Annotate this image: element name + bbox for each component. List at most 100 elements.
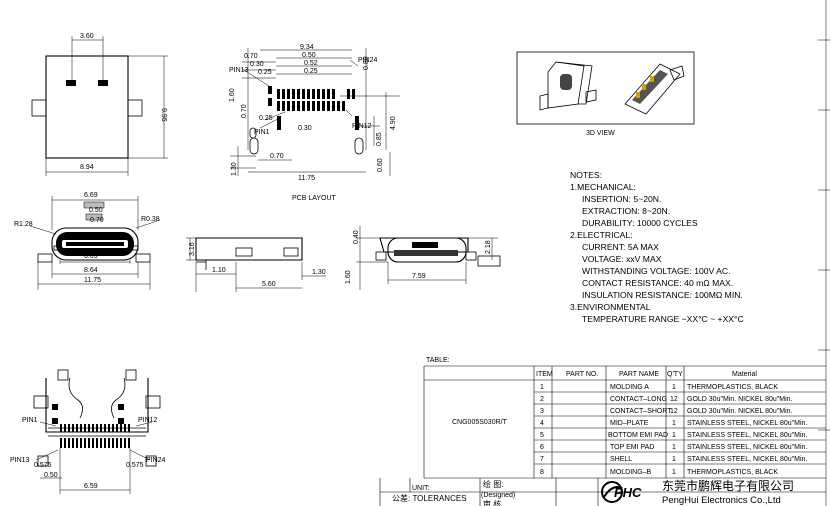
pcb-caption: PCB LAYOUT	[292, 195, 337, 202]
side-dim-560: 5.60	[262, 281, 276, 288]
table-row-5-name: BOTTOM EMI PAD	[608, 432, 668, 439]
notes-title: NOTES:	[570, 170, 602, 180]
bottom-dim-0575-right: 0.575	[126, 462, 144, 469]
pcb-dim-left-2: 0.30	[250, 61, 264, 68]
pcb-dim-085: 0.85	[376, 132, 383, 146]
phc-logo: PHC	[601, 481, 642, 503]
table-header-material: Material	[732, 371, 757, 378]
table-row-7-qty: 1	[672, 456, 676, 463]
pcb-pin1-label: PIN1	[254, 129, 270, 136]
table-row-8-qty: 1	[672, 469, 676, 476]
front-dim-050: 0.50	[89, 207, 103, 214]
notes-line-11: 3.ENVIRONMENTAL	[570, 302, 651, 312]
bottom-pin-row	[60, 424, 130, 448]
front-dim-609: 6.09	[84, 253, 98, 260]
notes-line-4: DURABILITY: 10000 CYCLES	[582, 218, 698, 228]
notes-line-5: 2.ELECTRICAL:	[570, 230, 633, 240]
notes-line-3: EXTRACTION: 8~20N.	[582, 206, 670, 216]
pcb-dim-070: 0.70	[241, 104, 248, 118]
pcb-dim-top-2: 0.50	[302, 52, 316, 59]
front-dim-1175: 11.75	[84, 277, 101, 284]
pcb-pin13-label: PIN13	[229, 67, 249, 74]
side-dim-130: 1.30	[312, 269, 326, 276]
rear-view: 0.40 1.60 2.18 7.59	[345, 226, 501, 290]
title-designed: (Designed)	[481, 492, 515, 499]
table-row-6-material: STAINLESS STEEL, NICKEL 80u"Min.	[687, 444, 807, 451]
pcb-pin24-label: PIN24	[358, 57, 378, 64]
top-dim-height: 9.95	[160, 108, 167, 122]
pcb-dim-025: 0.25	[259, 115, 273, 122]
title-tolerances: 公差: TOLERANCES	[392, 493, 467, 503]
notes-line-7: VOLTAGE: xxV MAX	[582, 254, 662, 264]
company-name-en: PengHui Electronics Co.,Ltd	[662, 495, 781, 506]
phc-logo-text: PHC	[614, 485, 642, 500]
rear-dim-218: 2.18	[485, 240, 492, 254]
bottom-dim-050: 0.50	[44, 472, 58, 479]
front-view: 6.69 0.50 0.70 R1.28 R0.38 6.09 8.64 11.…	[14, 192, 161, 290]
pcb-dim-160: 1.60	[229, 88, 236, 102]
view-3d: 3D VIEW	[516, 51, 695, 137]
pcb-dim-top-4: 0.25	[304, 68, 318, 75]
table-row-4-item: 4	[540, 420, 544, 427]
notes-line-10: INSULATION RESISTANCE: 100MΩ MIN.	[582, 290, 743, 300]
table-row-4-qty: 1	[672, 420, 676, 427]
table-row-7-item: 7	[540, 456, 544, 463]
top-dim-width-bottom: 8.94	[80, 164, 94, 171]
table-row-8-name: MOLDING–B	[610, 469, 652, 476]
table-row-1-name: MOLDING A	[610, 384, 649, 391]
title-check-cn: 审 核	[483, 499, 501, 506]
pcb-pads	[268, 86, 359, 130]
pcb-layout: 0.70 0.30 0.25 9.34 0.50 0.52 0.25 0.80 …	[229, 44, 400, 202]
table-row-3-material: GOLD 30u"Min. NICKEL 80u"Min.	[687, 408, 793, 415]
bottom-dim-659: 6.59	[84, 483, 98, 490]
table-row-2-item: 2	[540, 396, 544, 403]
top-view: 3.60 9.95 8.94	[31, 33, 168, 176]
table-row-7-name: SHELL	[610, 456, 632, 463]
table-row-6-qty: 1	[672, 444, 676, 451]
table-row-2-material: GOLD 30u"Min. NICKEL 80u"Min.	[687, 396, 793, 403]
table-row-1-item: 1	[540, 384, 544, 391]
notes-block: NOTES: 1.MECHANICAL: INSERTION: 5~20N. E…	[570, 170, 744, 324]
table-header-qty: Q'TY	[667, 371, 683, 378]
pcb-pin12-label: PIN12	[352, 123, 372, 130]
notes-line-8: WITHSTANDING VOLTAGE: 100V AC.	[582, 266, 731, 276]
table-header-item: ITEM	[536, 371, 553, 378]
bottom-dim-0575-left: 0.575	[34, 462, 52, 469]
title-block: UNIT: 公差: TOLERANCES 绘 图: (Designed) 审 核…	[379, 478, 826, 506]
notes-line-1: 1.MECHANICAL:	[570, 182, 636, 192]
rear-dim-160: 1.60	[345, 270, 352, 284]
connector-3d-front	[539, 61, 597, 111]
table-row-8-material: THERMOPLASTICS, BLACK	[687, 469, 778, 476]
top-dim-width-top: 3.60	[80, 33, 94, 40]
pcb-dim-top-3: 0.52	[304, 60, 318, 67]
front-dim-r128: R1.28	[14, 221, 33, 228]
notes-line-6: CURRENT: 5A MAX	[582, 242, 659, 252]
bottom-view: PIN1 PIN12 PIN13 PIN24 0.575 0.575 0.50 …	[10, 369, 166, 494]
table-row-6-item: 6	[540, 444, 544, 451]
connector-3d-rear	[624, 63, 685, 115]
table-header-part-no: PART NO.	[566, 371, 598, 378]
pcb-dim-130: 1.30	[231, 162, 238, 176]
table-row-4-name: MID–PLATE	[610, 420, 649, 427]
front-dim-r038: R0.38	[141, 216, 160, 223]
side-view: 3.16 1.10 5.60 1.30	[186, 237, 326, 292]
table-row-5-item: 5	[540, 432, 544, 439]
bottom-pin24-label: PIN24	[146, 457, 166, 464]
drawing-frame	[818, 0, 830, 506]
front-dim-070: 0.70	[90, 217, 104, 224]
table-label: TABLE:	[426, 357, 450, 364]
pcb-dim-060: 0.60	[377, 158, 384, 172]
notes-line-12: TEMPERATURE RANGE −XX°C ~ +XX°C	[582, 314, 744, 324]
rear-dim-759: 7.59	[412, 273, 426, 280]
front-dim-864: 8.64	[84, 267, 98, 274]
notes-line-9: CONTACT RESISTANCE: 40 mΩ MAX.	[582, 278, 733, 288]
table-row-3-item: 3	[540, 408, 544, 415]
pcb-dim-1175: 11.75	[298, 175, 315, 182]
table-header-part-name: PART NAME	[619, 371, 659, 378]
table-row-6-name: TOP EMI PAD	[610, 444, 654, 451]
view-3d-caption: 3D VIEW	[586, 130, 615, 137]
table-row-2-qty: 12	[670, 396, 678, 403]
side-dim-316: 3.16	[189, 242, 196, 256]
table-row-1-material: THERMOPLASTICS, BLACK	[687, 384, 778, 391]
